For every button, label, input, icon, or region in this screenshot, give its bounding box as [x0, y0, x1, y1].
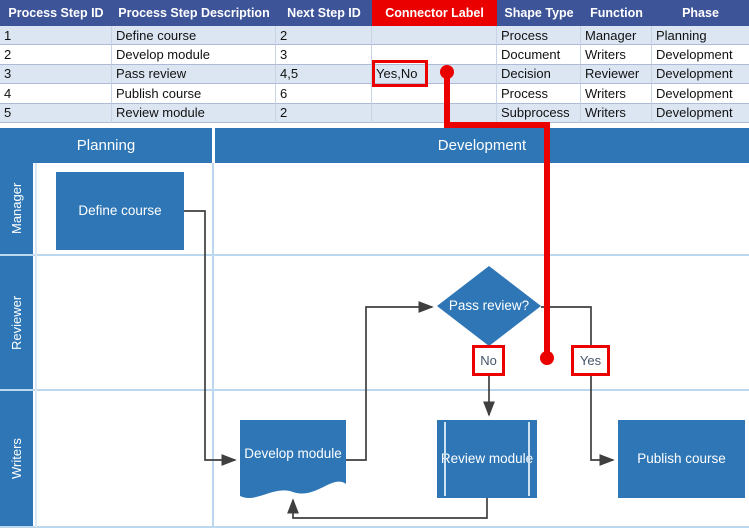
annotation-dot-bottom	[540, 351, 554, 365]
header-process-step-description[interactable]: Process Step Description	[118, 6, 270, 20]
connector-label-yes[interactable]: Yes	[571, 345, 610, 376]
lane-strip-separator	[35, 163, 37, 527]
phase-header-band: Planning Development	[0, 128, 749, 163]
cell-description[interactable]: Review module	[112, 103, 276, 123]
process-table: Process Step ID Process Step Description…	[0, 0, 749, 123]
table-row: 2 Develop module 3 Document Writers Deve…	[0, 45, 749, 65]
phase-divider	[212, 163, 214, 527]
header-connector-label-highlighted[interactable]: Connector Label	[372, 0, 497, 26]
cell-connector-label[interactable]	[372, 26, 497, 46]
cell-phase[interactable]: Planning	[652, 26, 749, 46]
diagram-bottom-border	[0, 526, 749, 528]
cell-connector-label[interactable]	[372, 45, 497, 65]
table-row: 4 Publish course 6 Process Writers Devel…	[0, 84, 749, 104]
lane-label-reviewer[interactable]: Reviewer	[9, 295, 24, 350]
cell-step-id[interactable]: 3	[0, 64, 112, 85]
shape-develop-module-document[interactable]	[240, 420, 346, 508]
shape-review-module-subprocess[interactable]: Review module	[437, 420, 537, 498]
cell-next-step[interactable]: 2	[276, 103, 372, 123]
table-header-row: Process Step ID Process Step Description…	[0, 0, 749, 26]
cell-description[interactable]: Develop module	[112, 45, 276, 65]
shape-publish-course-process[interactable]: Publish course	[618, 420, 745, 498]
cell-phase[interactable]: Development	[652, 45, 749, 65]
cell-description[interactable]: Pass review	[112, 64, 276, 85]
cell-step-id[interactable]: 2	[0, 45, 112, 65]
cell-phase[interactable]: Development	[652, 104, 749, 123]
cell-description[interactable]: Define course	[112, 26, 276, 46]
shape-pass-review-label: Pass review?	[448, 297, 530, 313]
header-shape-type[interactable]: Shape Type	[504, 6, 574, 20]
shape-define-course-process[interactable]: Define course	[56, 172, 184, 250]
header-process-step-id[interactable]: Process Step ID	[8, 6, 104, 20]
cell-shape-type[interactable]: Subprocess	[497, 103, 581, 123]
lane-divider	[0, 254, 749, 256]
shape-develop-module-label: Develop module	[244, 445, 342, 461]
lane-label-writers[interactable]: Writers	[9, 438, 24, 480]
cell-function[interactable]: Writers	[581, 103, 652, 123]
cell-function[interactable]: Manager	[581, 26, 652, 46]
annotation-box-yesno-cell	[372, 60, 428, 87]
cell-connector-label[interactable]	[372, 103, 497, 123]
cell-next-step[interactable]: 2	[276, 26, 372, 46]
phase-header-development[interactable]: Development	[215, 128, 749, 163]
cell-next-step[interactable]: 6	[276, 84, 372, 104]
cell-function[interactable]: Reviewer	[581, 64, 652, 85]
lane-divider	[0, 389, 749, 391]
shape-review-module-label: Review module	[440, 450, 534, 466]
lane-label-strip	[0, 163, 33, 527]
connector-label-no[interactable]: No	[472, 345, 505, 376]
cell-connector-label[interactable]	[372, 84, 497, 104]
cell-phase[interactable]: Development	[652, 65, 749, 85]
cell-next-step[interactable]: 4,5	[276, 64, 372, 85]
cell-step-id[interactable]: 4	[0, 84, 112, 104]
header-next-step-id[interactable]: Next Step ID	[287, 6, 361, 20]
cell-shape-type[interactable]: Process	[497, 84, 581, 104]
table-row: 5 Review module 2 Subprocess Writers Dev…	[0, 103, 749, 123]
subprocess-stripe	[528, 422, 530, 496]
phase-header-planning[interactable]: Planning	[0, 128, 212, 163]
header-function[interactable]: Function	[590, 6, 643, 20]
subprocess-stripe	[444, 422, 446, 496]
cell-shape-type[interactable]: Process	[497, 26, 581, 46]
cell-function[interactable]: Writers	[581, 45, 652, 65]
cell-phase[interactable]: Development	[652, 84, 749, 104]
cell-shape-type[interactable]: Decision	[497, 64, 581, 85]
cell-step-id[interactable]: 5	[0, 103, 112, 123]
cell-shape-type[interactable]: Document	[497, 45, 581, 65]
lane-label-manager[interactable]: Manager	[9, 182, 24, 235]
cell-step-id[interactable]: 1	[0, 26, 112, 46]
header-phase[interactable]: Phase	[682, 6, 719, 20]
table-row: 1 Define course 2 Process Manager Planni…	[0, 26, 749, 46]
cell-next-step[interactable]: 3	[276, 45, 372, 65]
cell-function[interactable]: Writers	[581, 84, 652, 104]
cell-description[interactable]: Publish course	[112, 84, 276, 104]
